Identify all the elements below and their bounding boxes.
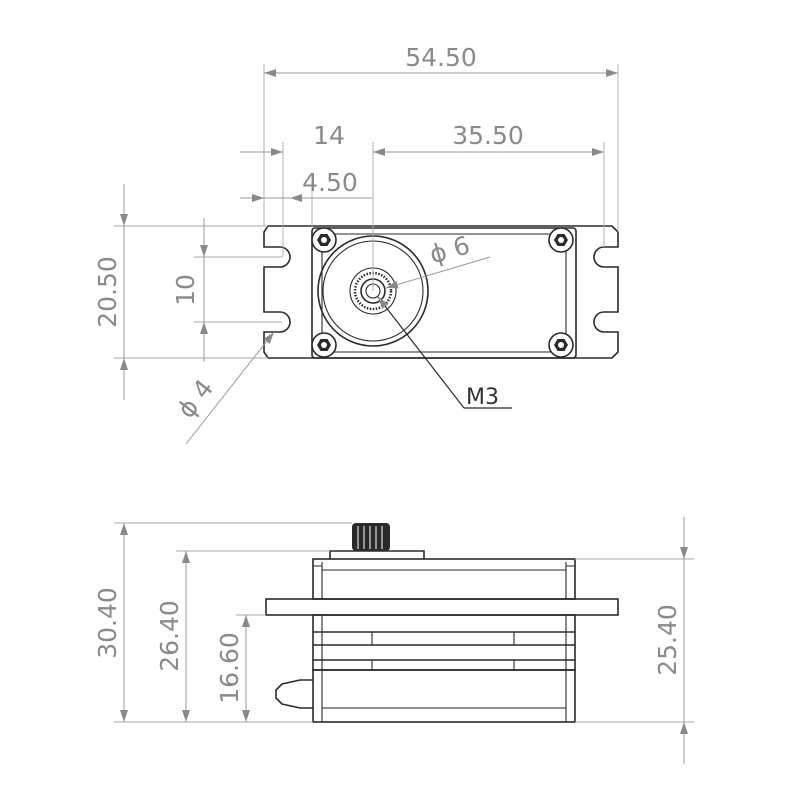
screw-bottom-left [311, 332, 337, 358]
dim-height-to-top: 26.40 [155, 550, 330, 722]
dim-overall-depth: 20.50 [93, 184, 268, 400]
dim-text-hole-to-shaft: 14 [313, 121, 345, 150]
dim-body-height: 25.40 [575, 517, 694, 764]
side-upper-case [312, 558, 576, 600]
screw-top-left [311, 227, 337, 253]
dim-overall-width: 54.50 [263, 43, 619, 232]
side-view: 30.40 26.40 16.60 25.40 [93, 517, 694, 764]
side-bottom-case [312, 669, 576, 723]
top-view: 54.50 14 35.50 4.50 20.50 [93, 43, 619, 445]
dim-row-14-35: 14 35.50 [240, 121, 605, 291]
dim-text-body-height: 25.40 [653, 604, 682, 676]
dim-text-height-to-top: 26.40 [155, 600, 184, 672]
dim-total-height: 30.40 [93, 522, 352, 723]
dim-text-overall-width: 54.50 [405, 43, 477, 72]
dim-text-overall-depth: 20.50 [93, 256, 122, 328]
top-mounting-plate [263, 225, 619, 359]
side-spline [352, 523, 390, 551]
callout-screw-thread: M3 [377, 296, 512, 410]
dim-height-to-flange: 16.60 [215, 614, 266, 722]
dim-edge-to-hole: 4.50 [240, 168, 372, 228]
dim-spline-diameter: ϕ 6 [385, 230, 491, 289]
dim-text-height-to-flange: 16.60 [215, 632, 244, 704]
screw-top-right [548, 227, 574, 253]
dim-hole-spacing: 10 [171, 218, 282, 362]
callout-text-screw-thread: M3 [466, 385, 499, 410]
dim-text-spline-diameter: ϕ 6 [426, 230, 473, 269]
dim-text-hole-spacing: 10 [171, 274, 200, 306]
screw-bottom-right [548, 332, 574, 358]
side-middle-case [312, 614, 576, 671]
dim-text-shaft-to-edge: 35.50 [452, 121, 524, 150]
side-top-boss [329, 550, 425, 559]
dim-text-hole-diameter: ϕ 4 [171, 374, 219, 424]
side-spline-ridges [357, 526, 383, 549]
dim-text-edge-to-hole: 4.50 [302, 168, 358, 197]
top-body-outline [311, 227, 577, 359]
dim-hole-diameter: ϕ 4 [171, 331, 275, 445]
dim-text-total-height: 30.40 [93, 587, 122, 659]
top-body-inner [321, 233, 567, 353]
side-cable-exit [275, 679, 313, 709]
side-flange [265, 598, 619, 616]
